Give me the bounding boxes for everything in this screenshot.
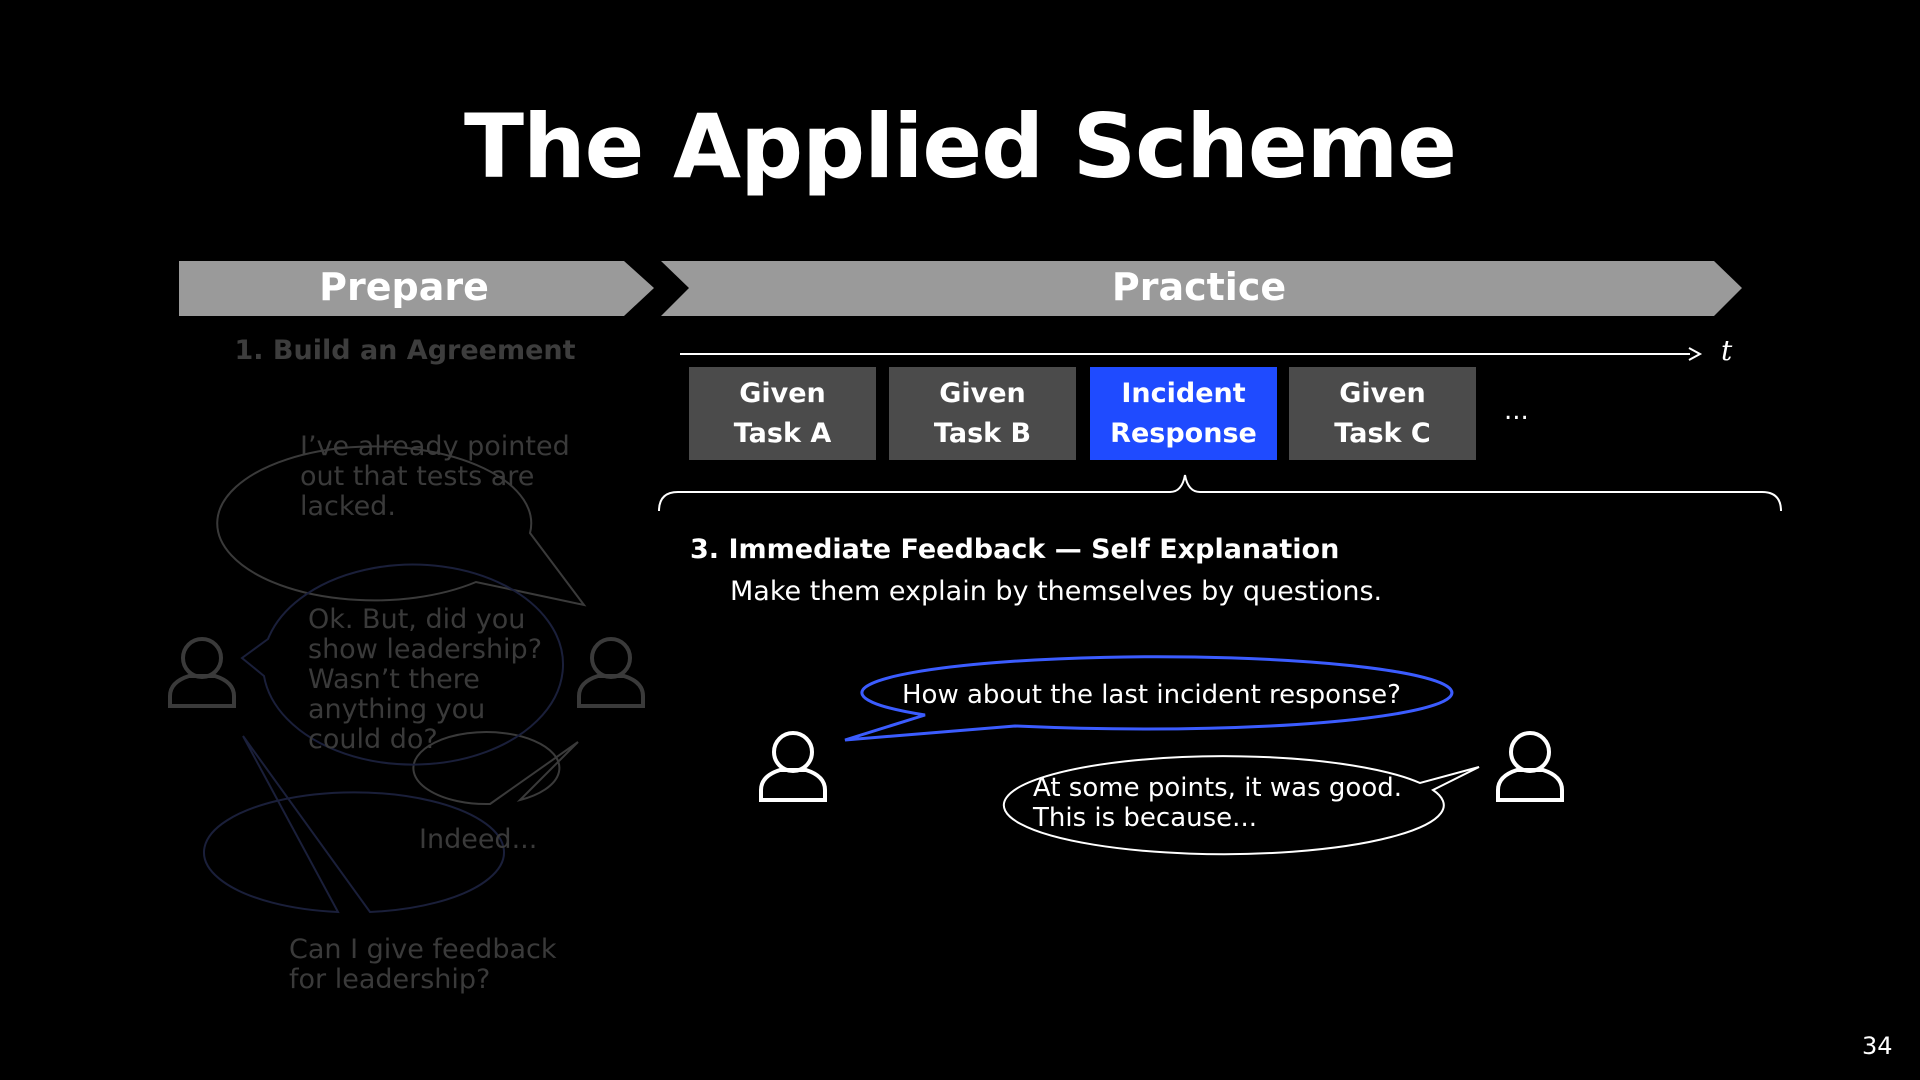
faded-blue-bubble-group xyxy=(203,563,564,914)
task-line2: Task B xyxy=(933,417,1032,449)
faded-bubble-text-3: Indeed... xyxy=(419,824,538,855)
faded-bubble-1 xyxy=(216,445,587,607)
task-box-given-task-c: Given Task C xyxy=(1289,367,1476,460)
task-box-given-task-a: Given Task A xyxy=(689,367,876,460)
task-line1: Given xyxy=(1339,377,1426,409)
faded-person-icons xyxy=(168,637,645,708)
task-box-given-task-b: Given Task B xyxy=(889,367,1076,460)
faded-bubble-2 xyxy=(240,563,564,766)
page-number: 34 xyxy=(1862,1032,1893,1060)
faded-bubble-text-2: Ok. But, did you show leadership? Wasn’t… xyxy=(308,604,543,755)
task-line2: Response xyxy=(1110,417,1257,449)
prepare-arrow xyxy=(179,261,654,316)
task-line2: Task A xyxy=(733,417,832,449)
curly-brace xyxy=(658,474,1782,512)
person-icon xyxy=(1496,731,1564,802)
task-box-incident-response: Incident Response xyxy=(1090,367,1277,460)
practice-arrow xyxy=(661,261,1742,316)
prepare-heading: 1. Build an Agreement xyxy=(234,335,576,366)
person-icon xyxy=(759,731,827,802)
task-line1: Incident xyxy=(1121,377,1246,409)
faded-bubble-text-1: I’ve already pointed out that tests are … xyxy=(300,431,570,522)
task-line1: Given xyxy=(939,377,1026,409)
faded-bubble-group xyxy=(216,445,587,806)
faded-bubble-3 xyxy=(412,731,579,806)
person-icon xyxy=(168,637,236,708)
question-bubble-text: How about the last incident response? xyxy=(902,680,1401,710)
prepare-phase-label: Prepare xyxy=(319,265,489,309)
task-line2: Task C xyxy=(1334,417,1431,449)
person-icon xyxy=(577,637,645,708)
faded-bubble-text-4: Can I give feedback for leadership? xyxy=(289,934,557,995)
timeline-axis-label: t xyxy=(1721,334,1733,367)
feedback-heading: 3. Immediate Feedback — Self Explanation xyxy=(690,534,1340,565)
faded-bubble-4 xyxy=(203,735,505,914)
active-person-icons xyxy=(759,731,1564,802)
feedback-subtext: Make them explain by themselves by quest… xyxy=(730,576,1383,607)
practice-phase-label: Practice xyxy=(1111,265,1287,309)
slide-title: The Applied Scheme xyxy=(464,95,1457,198)
question-bubble xyxy=(844,655,1454,742)
answer-bubble-text: At some points, it was good. This is bec… xyxy=(1033,773,1402,833)
timeline-ellipsis: ... xyxy=(1504,396,1529,426)
answer-bubble xyxy=(1002,755,1480,856)
timeline-arrowhead xyxy=(1688,347,1703,361)
task-line1: Given xyxy=(739,377,826,409)
